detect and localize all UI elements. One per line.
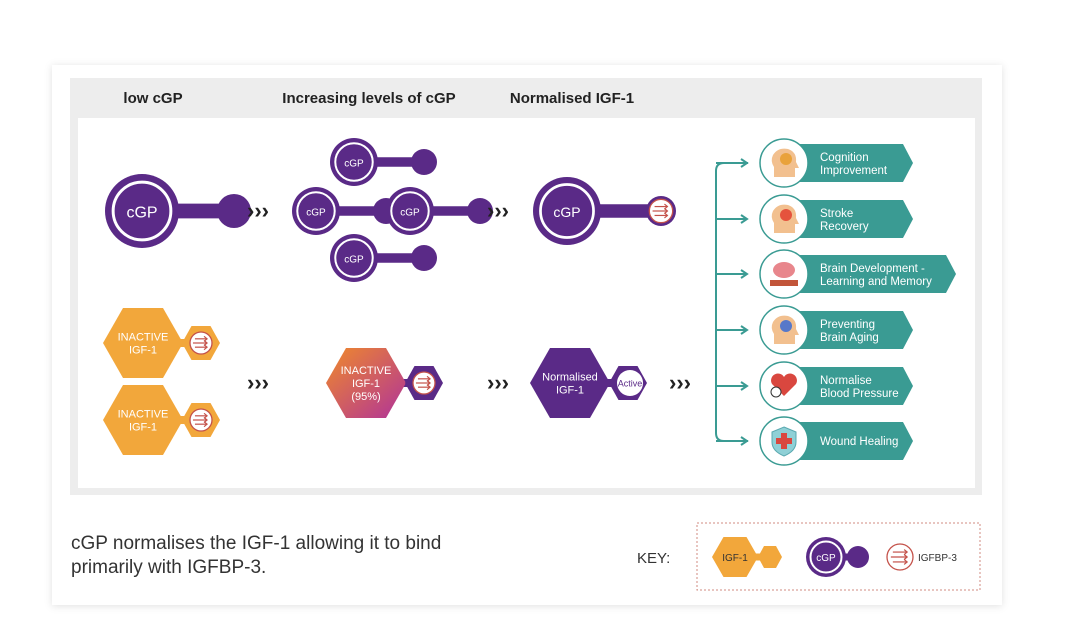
- process-arrow: ›››: [669, 370, 691, 395]
- igf1-label: INACTIVE: [118, 332, 169, 344]
- igfbp3-icon: [189, 408, 213, 432]
- cgp-label: cGP: [344, 158, 364, 169]
- benefit-label-line1: Wound Healing: [820, 436, 898, 448]
- igf1-hexagon: [530, 348, 610, 418]
- benefit-banner: [790, 311, 913, 349]
- cgp-label: cGP: [400, 207, 420, 218]
- key-binding-hexagon: [758, 546, 782, 568]
- cgp-increasing: cGP: [292, 187, 399, 235]
- key-igf1-hexagon: [712, 537, 758, 577]
- head-gear-icon: [771, 315, 799, 344]
- binding-site: [217, 194, 251, 228]
- igfbp3-icon: [648, 198, 674, 224]
- key-legend: IGF-1 cGP IGFBP-3: [712, 537, 957, 577]
- igfbp3-icon: [412, 371, 436, 395]
- cgp-increasing: cGP: [330, 138, 437, 186]
- igf1-label: IGF-1: [129, 345, 157, 357]
- caption-line1: cGP normalises the IGF-1 allowing it to …: [71, 533, 441, 554]
- process-arrow: ›››: [247, 370, 269, 395]
- key-box: [696, 522, 981, 591]
- igf1-label: Normalised: [542, 372, 598, 384]
- benefit-label-line1: Cognition: [820, 152, 869, 164]
- binding-site: [467, 198, 493, 224]
- benefit-item: Wound Healing: [759, 416, 913, 466]
- benefit-banner: [790, 367, 913, 405]
- binding-site: [411, 245, 437, 271]
- benefit-label-line1: Preventing: [820, 319, 875, 331]
- igf1-label: IGF-1: [129, 422, 157, 434]
- cgp-label: cGP: [306, 207, 326, 218]
- benefits-bracket: [715, 158, 749, 446]
- benefit-banner: [790, 200, 913, 238]
- igf1-label: INACTIVE: [118, 409, 169, 421]
- igf1-label: IGF-1: [352, 378, 380, 390]
- cgp-circle: [330, 234, 378, 282]
- key-igfbp3-label: IGFBP-3: [918, 553, 957, 564]
- caption-line2: primarily with IGFBP-3.: [71, 557, 266, 578]
- key-cgp-label: cGP: [816, 553, 836, 564]
- benefit-banner: [790, 255, 956, 293]
- cgp-circle: [386, 187, 434, 235]
- shield-cross-icon: [771, 426, 797, 457]
- head-spiral-icon: [771, 204, 799, 233]
- benefit-banner: [790, 144, 913, 182]
- cgp-circle: [533, 177, 601, 245]
- process-arrow: ›››: [487, 370, 509, 395]
- benefit-label-line2: Brain Aging: [820, 332, 879, 344]
- binding-site: [411, 149, 437, 175]
- process-arrow: ›››: [247, 198, 269, 223]
- benefit-label-line1: Normalise: [820, 375, 872, 387]
- process-arrow: ›››: [487, 198, 509, 223]
- igf1-hexagon: [103, 385, 183, 455]
- benefit-item: Brain Development -Learning and Memory: [759, 249, 956, 299]
- benefit-label-line1: Stroke: [820, 208, 853, 220]
- cgp-low: cGP: [105, 174, 251, 248]
- igfbp3-icon: [189, 331, 213, 355]
- benefit-label-line2: Recovery: [820, 221, 869, 233]
- key-igf1-label: IGF-1: [722, 553, 748, 564]
- cgp-label: cGP: [344, 254, 364, 265]
- cgp-circle: [292, 187, 340, 235]
- cgp-increasing: cGP: [386, 187, 493, 235]
- heart-gauge-icon: [770, 373, 797, 398]
- header-low-cgp: low cGP: [123, 90, 182, 107]
- cgp-label: cGP: [126, 205, 157, 222]
- benefit-label-line2: Learning and Memory: [820, 276, 932, 288]
- active-label: Active: [618, 379, 643, 389]
- benefit-label-line2: Blood Pressure: [820, 388, 899, 400]
- brain-book-icon: [770, 262, 798, 286]
- benefit-banner: [790, 422, 913, 460]
- cgp-label: cGP: [553, 204, 580, 220]
- igf1-label: IGF-1: [556, 385, 584, 397]
- key-label: KEY:: [637, 550, 670, 567]
- igf1-hexagon: [103, 308, 183, 378]
- cgp-increasing: cGP: [330, 234, 437, 282]
- cgp-normalised: cGP: [533, 177, 676, 245]
- igf1-label: (95%): [351, 391, 380, 403]
- igfbp3-icon: [886, 543, 914, 571]
- benefit-label-line2: Improvement: [820, 165, 888, 177]
- cgp-circle: [105, 174, 179, 248]
- igf1-label: INACTIVE: [341, 365, 392, 377]
- cgp-circle: [330, 138, 378, 186]
- head-brain-icon: [771, 148, 799, 177]
- igf1-hexagon: [326, 348, 406, 418]
- header-normalised: Normalised IGF-1: [510, 90, 634, 107]
- benefit-label-line1: Brain Development -: [820, 263, 925, 275]
- header-increasing: Increasing levels of cGP: [282, 90, 455, 107]
